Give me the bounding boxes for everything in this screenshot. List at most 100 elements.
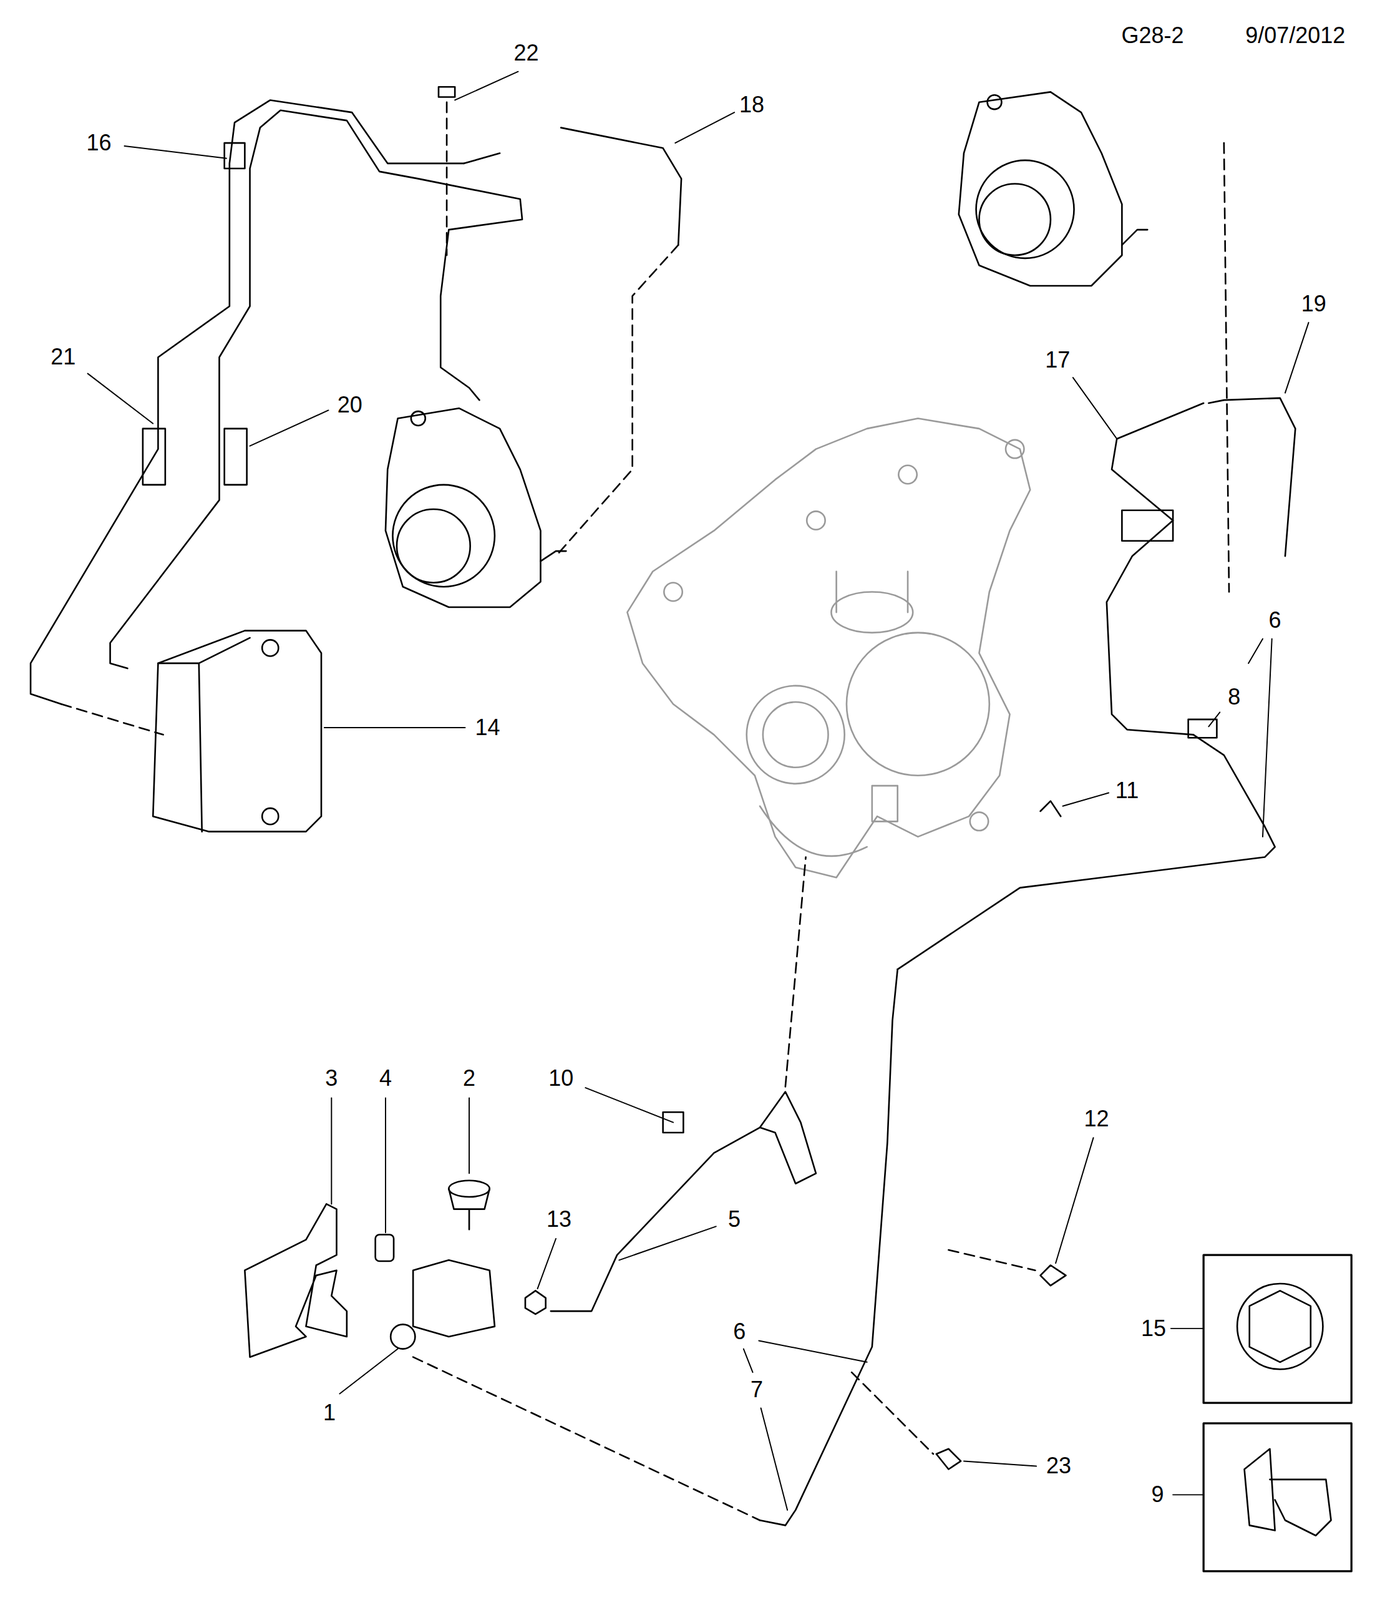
turbo-outlet-ring (836, 571, 908, 613)
pipe-bracket (1121, 510, 1173, 541)
leader-line (1285, 322, 1309, 394)
nut-flange (1237, 1283, 1323, 1369)
turbo-outlet (830, 591, 913, 632)
callout-number: 22 (512, 40, 541, 66)
dash-line (61, 703, 163, 735)
clip-head-9 (1244, 1448, 1276, 1531)
leader-line (1172, 1493, 1204, 1495)
cap-2-body (448, 1188, 490, 1230)
pump-nipple (540, 550, 566, 561)
right-hoses (759, 142, 1296, 1525)
solenoid-group (244, 857, 817, 1521)
vacuum-pipes (30, 86, 682, 735)
pipe-clip (224, 142, 246, 169)
leader-line (1248, 638, 1263, 664)
pipe-21 (30, 99, 465, 704)
callout-number: 6 (731, 1318, 748, 1344)
pump-bolt (411, 411, 426, 426)
clip-23 (936, 1448, 961, 1470)
callout-number: 7 (748, 1376, 765, 1402)
vacuum-pump (385, 408, 566, 608)
leader-line (1171, 1327, 1204, 1329)
callout-number: 11 (1113, 777, 1141, 803)
hose-6 (897, 734, 1276, 969)
reservoir-body (152, 630, 322, 832)
leader-line (1208, 711, 1220, 727)
leader-line (1073, 377, 1117, 439)
callout-number: 12 (1081, 1106, 1111, 1132)
callout-number: 23 (1044, 1453, 1074, 1479)
callout-number: 6 (1267, 607, 1284, 633)
dash-line (1224, 142, 1230, 592)
pump-housing (385, 408, 541, 608)
callout-number: 20 (335, 392, 365, 418)
leader-line (330, 1097, 332, 1204)
callout-number: 3 (323, 1065, 340, 1091)
mount-4 (375, 1234, 394, 1261)
leader-line (1055, 1137, 1094, 1263)
callout-number: 2 (461, 1065, 478, 1091)
reservoir-edge (157, 637, 250, 832)
inset-boxes (1203, 1254, 1352, 1571)
callout-number: 16 (84, 130, 114, 156)
leader-line (124, 145, 226, 159)
leader-line (324, 726, 466, 729)
header-text: G28-2 (1119, 23, 1186, 49)
hose-5 (550, 1091, 817, 1312)
pump-face-inner (978, 184, 1050, 256)
pump-housing (958, 91, 1123, 286)
actuator-tab (872, 785, 898, 822)
solenoid-port (390, 1323, 415, 1349)
turbo-inlet (746, 685, 845, 784)
leader-line (384, 1097, 387, 1233)
leader-line (761, 1407, 788, 1510)
leader-line (339, 1348, 398, 1394)
dash-line (785, 857, 807, 1087)
inset-frame (1203, 1423, 1352, 1571)
callout-number: 21 (48, 344, 78, 370)
dash-line (446, 102, 448, 256)
leader-line (1262, 638, 1273, 837)
leader-line (454, 71, 518, 101)
callout-number: 8 (1225, 684, 1243, 710)
hose-19 (1208, 398, 1296, 556)
manifold-nut (1005, 439, 1024, 458)
leader-line (743, 1348, 754, 1373)
bolt-22 (438, 86, 455, 97)
pump-bolt (987, 94, 1002, 110)
manifold-nut (806, 510, 825, 530)
header-text: 9/07/2012 (1243, 23, 1347, 49)
callout-number: 5 (726, 1206, 743, 1232)
nut-13 (525, 1290, 546, 1314)
callout-number: 19 (1299, 291, 1329, 317)
leader-lines (87, 71, 1309, 1510)
inset-frame (1203, 1254, 1352, 1403)
pipe-20 (110, 110, 523, 669)
turbo-housing (846, 632, 990, 776)
callout-number: 9 (1149, 1481, 1167, 1507)
reservoir-boss (262, 807, 279, 825)
hex-nut-15 (1249, 1290, 1311, 1362)
manifold-nut (898, 465, 917, 484)
dash-line (948, 1249, 1035, 1271)
manifold-outline (626, 418, 1031, 878)
manifold-nut (970, 812, 989, 831)
pipe-17 (1106, 403, 1204, 735)
callout-number: 18 (737, 92, 767, 118)
callout-number: 15 (1139, 1315, 1168, 1341)
leader-line (1063, 792, 1110, 807)
hose-6-lower (759, 968, 898, 1525)
callout-number: 10 (546, 1065, 576, 1091)
callout-number: 4 (377, 1065, 394, 1091)
leader-line (758, 1340, 867, 1362)
turbo-inlet-inner (762, 701, 829, 768)
leader-line (87, 373, 154, 424)
leader-line (585, 1087, 674, 1123)
dash-line (851, 1371, 934, 1454)
clip-body-9 (1269, 1479, 1331, 1536)
cap-2 (448, 1180, 490, 1197)
turbo-outlet-pipe (759, 806, 868, 856)
vacuum-reservoir (152, 630, 322, 832)
